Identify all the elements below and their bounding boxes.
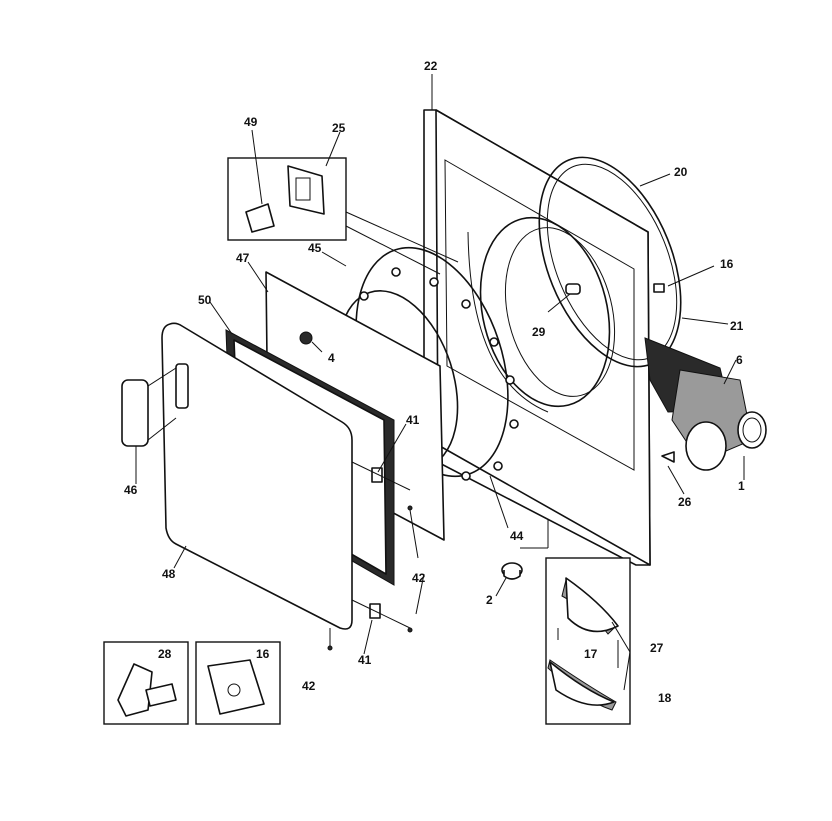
detail-box-28	[103, 641, 189, 725]
label-41-lower: 41	[358, 653, 372, 667]
screw-29	[547, 283, 581, 313]
label-2: 2	[486, 593, 493, 607]
label-44: 44	[510, 529, 524, 543]
clip-16-right	[653, 283, 665, 293]
leader-lines	[135, 74, 745, 655]
label-6: 6	[736, 353, 743, 367]
latch-detail-box	[227, 157, 459, 275]
label-48: 48	[162, 567, 176, 581]
door-stop-ball	[299, 331, 313, 345]
label-27: 27	[650, 641, 664, 655]
label-45: 45	[308, 241, 322, 255]
callout-labels: 22 20 16 21 6 1 26 29 49 25 45 47 50 4 4…	[124, 59, 745, 705]
label-50: 50	[198, 293, 212, 307]
label-47: 47	[236, 251, 250, 265]
label-29: 29	[532, 325, 546, 339]
lint-duct	[644, 337, 767, 471]
label-42-lower: 42	[302, 679, 316, 693]
label-28: 28	[158, 647, 172, 661]
outer-door	[161, 322, 353, 630]
clip-26	[661, 451, 675, 463]
label-21: 21	[730, 319, 744, 333]
detail-box-16	[195, 641, 281, 725]
detail-box-27	[545, 557, 631, 725]
label-26: 26	[678, 495, 692, 509]
hinge-screws	[327, 461, 419, 651]
label-22: 22	[424, 59, 438, 73]
label-42-mid: 42	[412, 571, 426, 585]
label-4: 4	[328, 351, 335, 365]
label-41-upper: 41	[406, 413, 420, 427]
label-25: 25	[332, 121, 346, 135]
label-16-upper: 16	[720, 257, 734, 271]
leveling-foot	[501, 562, 523, 580]
door-handle	[121, 363, 189, 447]
label-1: 1	[738, 479, 745, 493]
label-16-lower: 16	[256, 647, 270, 661]
label-18: 18	[658, 691, 672, 705]
label-17: 17	[584, 647, 598, 661]
label-46: 46	[124, 483, 138, 497]
label-20: 20	[674, 165, 688, 179]
label-49: 49	[244, 115, 258, 129]
